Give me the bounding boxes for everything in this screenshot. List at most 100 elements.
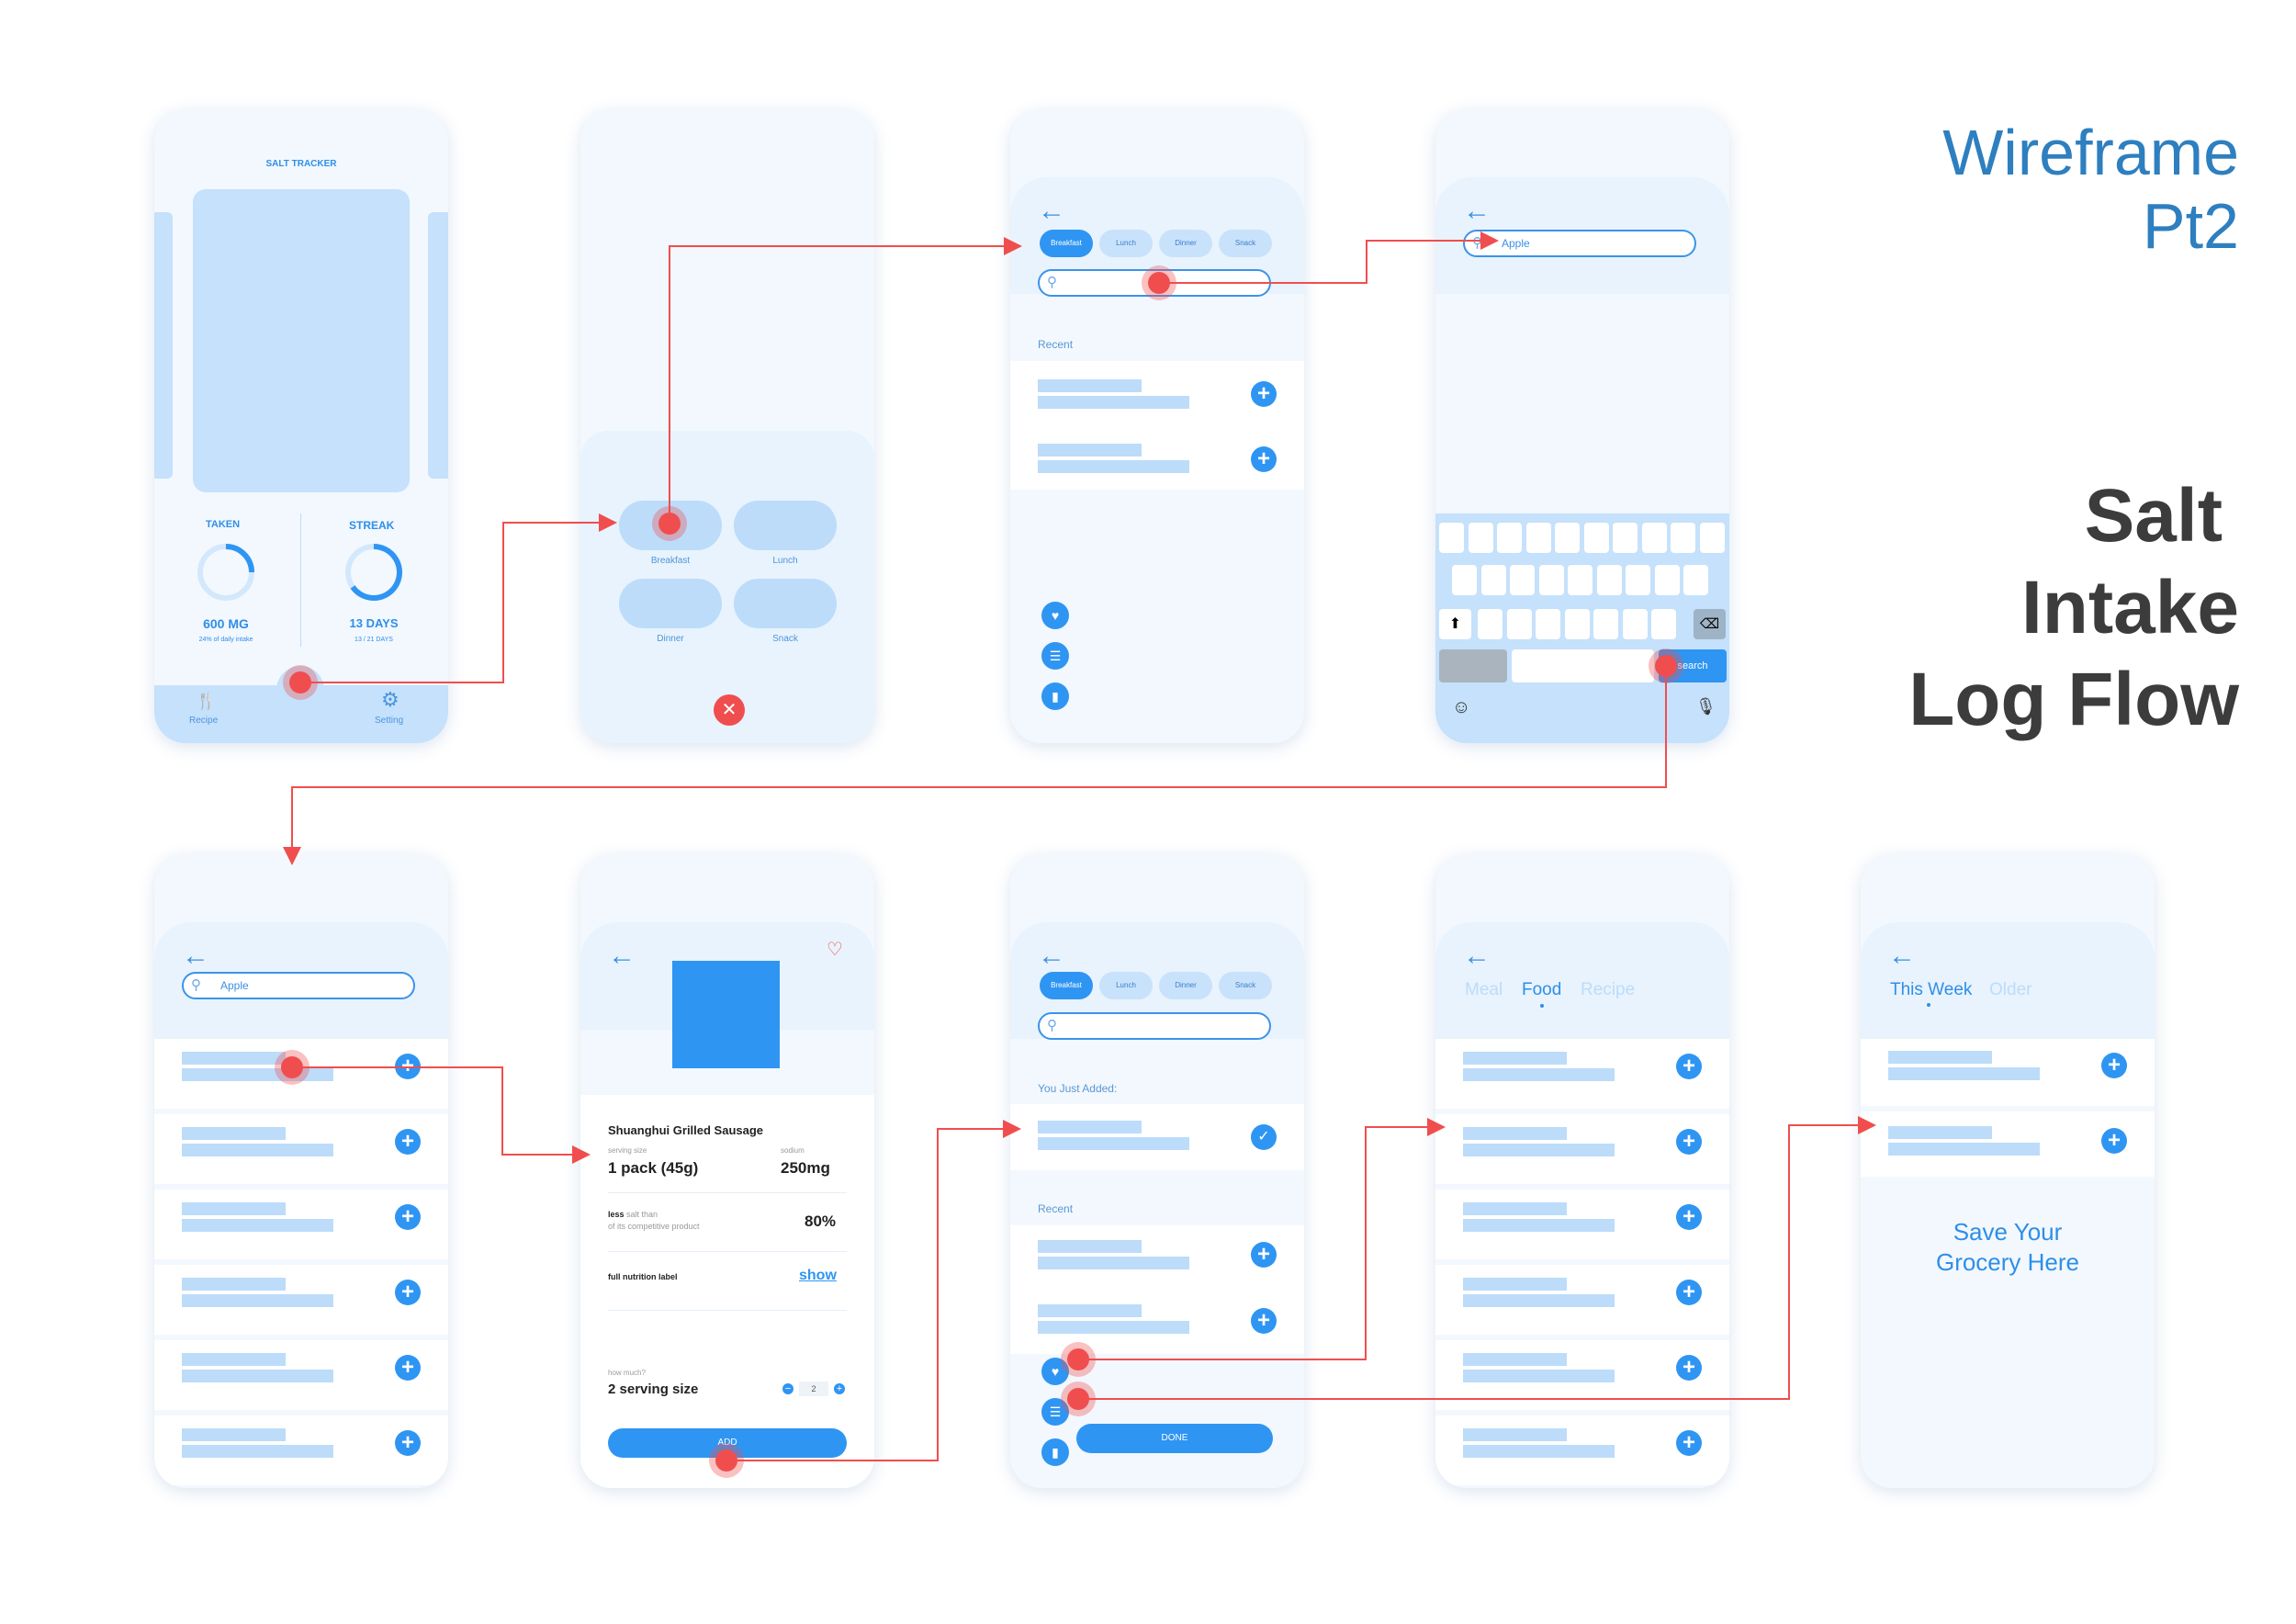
tab-older[interactable]: Older	[1989, 980, 2032, 999]
show-nutrition-link[interactable]: show	[799, 1268, 837, 1283]
add-item-button[interactable]: +	[1676, 1280, 1702, 1305]
keyboard-key[interactable]	[1478, 609, 1503, 639]
carousel-main-card[interactable]	[193, 189, 410, 492]
scan-icon[interactable]: ▮	[1041, 1438, 1069, 1466]
keyboard-key[interactable]	[1699, 523, 1725, 553]
space-key[interactable]	[1512, 649, 1654, 682]
keyboard-key[interactable]	[1439, 523, 1464, 553]
back-arrow-icon[interactable]: ←	[608, 941, 636, 971]
keyboard-key[interactable]	[1564, 609, 1590, 639]
keyboard-key[interactable]	[1641, 523, 1667, 553]
add-item-button[interactable]: +	[395, 1430, 421, 1456]
heart-icon[interactable]: ♥	[1041, 1358, 1069, 1385]
tab-this-week[interactable]: This Week	[1890, 980, 1973, 999]
scan-icon[interactable]: ▮	[1041, 682, 1069, 710]
recipe-icon[interactable]: 🍴	[196, 692, 217, 710]
add-item-button[interactable]: +	[1251, 1308, 1277, 1334]
tab-recipe[interactable]: Recipe	[1581, 980, 1636, 999]
add-item-button[interactable]: +	[1676, 1204, 1702, 1230]
keyboard-key[interactable]	[1555, 523, 1580, 553]
done-button[interactable]: DONE	[1076, 1424, 1273, 1453]
keyboard-key[interactable]	[1622, 609, 1648, 639]
decrement-button[interactable]: −	[782, 1383, 793, 1394]
back-arrow-icon[interactable]: ←	[1038, 941, 1065, 971]
list-item	[182, 1428, 286, 1441]
search-input[interactable]: ⚲Apple	[182, 972, 415, 999]
keyboard-key[interactable]	[1506, 609, 1532, 639]
tab-meal[interactable]: Meal	[1465, 980, 1503, 999]
keyboard-key[interactable]	[1480, 565, 1506, 595]
tab-lunch[interactable]: Lunch	[1099, 972, 1153, 999]
search-value: Apple	[1502, 237, 1530, 250]
numbers-key[interactable]	[1439, 649, 1507, 682]
nav-recipe-label[interactable]: Recipe	[189, 716, 219, 726]
microphone-icon[interactable]: 🎙	[1695, 697, 1716, 716]
tab-dinner[interactable]: Dinner	[1159, 972, 1212, 999]
add-item-button[interactable]: +	[1676, 1129, 1702, 1155]
keyboard-key[interactable]	[1654, 565, 1680, 595]
back-arrow-icon[interactable]: ←	[182, 941, 209, 971]
close-icon[interactable]: ✕	[714, 694, 745, 726]
list-icon[interactable]: ☰	[1041, 642, 1069, 670]
search-input[interactable]: ⚲	[1038, 1012, 1271, 1040]
keyboard-key[interactable]	[1593, 609, 1618, 639]
tab-snack[interactable]: Snack	[1219, 972, 1272, 999]
meal-button-dinner[interactable]	[619, 579, 722, 628]
increment-button[interactable]: +	[834, 1383, 845, 1394]
add-item-button[interactable]: +	[1251, 446, 1277, 472]
back-arrow-icon[interactable]: ←	[1463, 196, 1491, 226]
heart-icon[interactable]: ♥	[1041, 602, 1069, 629]
tab-food[interactable]: Food	[1522, 980, 1562, 999]
check-icon[interactable]: ✓	[1251, 1124, 1277, 1150]
keyboard-key[interactable]	[1651, 609, 1676, 639]
keyboard-key[interactable]	[1510, 565, 1535, 595]
tab-snack[interactable]: Snack	[1219, 230, 1272, 257]
keyboard-key[interactable]	[1671, 523, 1695, 553]
emoji-icon[interactable]: ☺	[1452, 697, 1471, 717]
keyboard-key[interactable]	[1568, 565, 1593, 595]
add-item-button[interactable]: +	[2101, 1128, 2127, 1154]
backspace-key[interactable]: ⌫	[1694, 609, 1726, 639]
add-item-button[interactable]: +	[1251, 381, 1277, 407]
keyboard-key[interactable]	[1596, 565, 1622, 595]
keyboard-key[interactable]	[1626, 565, 1650, 595]
add-item-button[interactable]: +	[395, 1129, 421, 1155]
add-item-button[interactable]: +	[395, 1204, 421, 1230]
tab-lunch[interactable]: Lunch	[1099, 230, 1153, 257]
keyboard-key[interactable]	[1497, 523, 1522, 553]
add-item-button[interactable]: +	[2101, 1053, 2127, 1078]
quantity-value[interactable]: 2	[799, 1382, 828, 1396]
carousel-next-card[interactable]	[428, 212, 448, 479]
tab-dinner[interactable]: Dinner	[1159, 230, 1212, 257]
add-item-button[interactable]: +	[395, 1280, 421, 1305]
add-item-button[interactable]: +	[395, 1355, 421, 1381]
search-input[interactable]: ⚲Apple	[1463, 230, 1696, 257]
add-item-button[interactable]: +	[1251, 1242, 1277, 1268]
gear-icon[interactable]: ⚙	[381, 688, 400, 711]
tab-breakfast[interactable]: Breakfast	[1040, 972, 1093, 999]
shift-key[interactable]: ⬆	[1439, 609, 1471, 639]
meal-button-snack[interactable]	[734, 579, 837, 628]
back-arrow-icon[interactable]: ←	[1463, 941, 1491, 971]
keyboard-key[interactable]	[1538, 565, 1564, 595]
keyboard-key[interactable]	[1683, 565, 1708, 595]
add-item-button[interactable]: +	[1676, 1054, 1702, 1079]
carousel-prev-card[interactable]	[154, 212, 173, 479]
tap-indicator	[1067, 1348, 1089, 1370]
keyboard-key[interactable]	[1525, 523, 1551, 553]
keyboard-key[interactable]	[1536, 609, 1560, 639]
favorite-heart-icon[interactable]: ♡	[827, 940, 843, 960]
add-item-button[interactable]: +	[395, 1054, 421, 1079]
keyboard-key[interactable]	[1468, 523, 1493, 553]
keyboard-key[interactable]	[1613, 523, 1638, 553]
keyboard-key[interactable]	[1452, 565, 1477, 595]
add-item-button[interactable]: +	[1676, 1430, 1702, 1456]
tab-breakfast[interactable]: Breakfast	[1040, 230, 1093, 257]
keyboard-key[interactable]	[1583, 523, 1609, 553]
nav-setting-label[interactable]: Setting	[375, 716, 404, 726]
back-arrow-icon[interactable]: ←	[1888, 941, 1916, 971]
add-item-button[interactable]: +	[1676, 1355, 1702, 1381]
list-icon[interactable]: ☰	[1041, 1398, 1069, 1426]
meal-button-lunch[interactable]	[734, 501, 837, 550]
back-arrow-icon[interactable]: ←	[1038, 196, 1065, 226]
